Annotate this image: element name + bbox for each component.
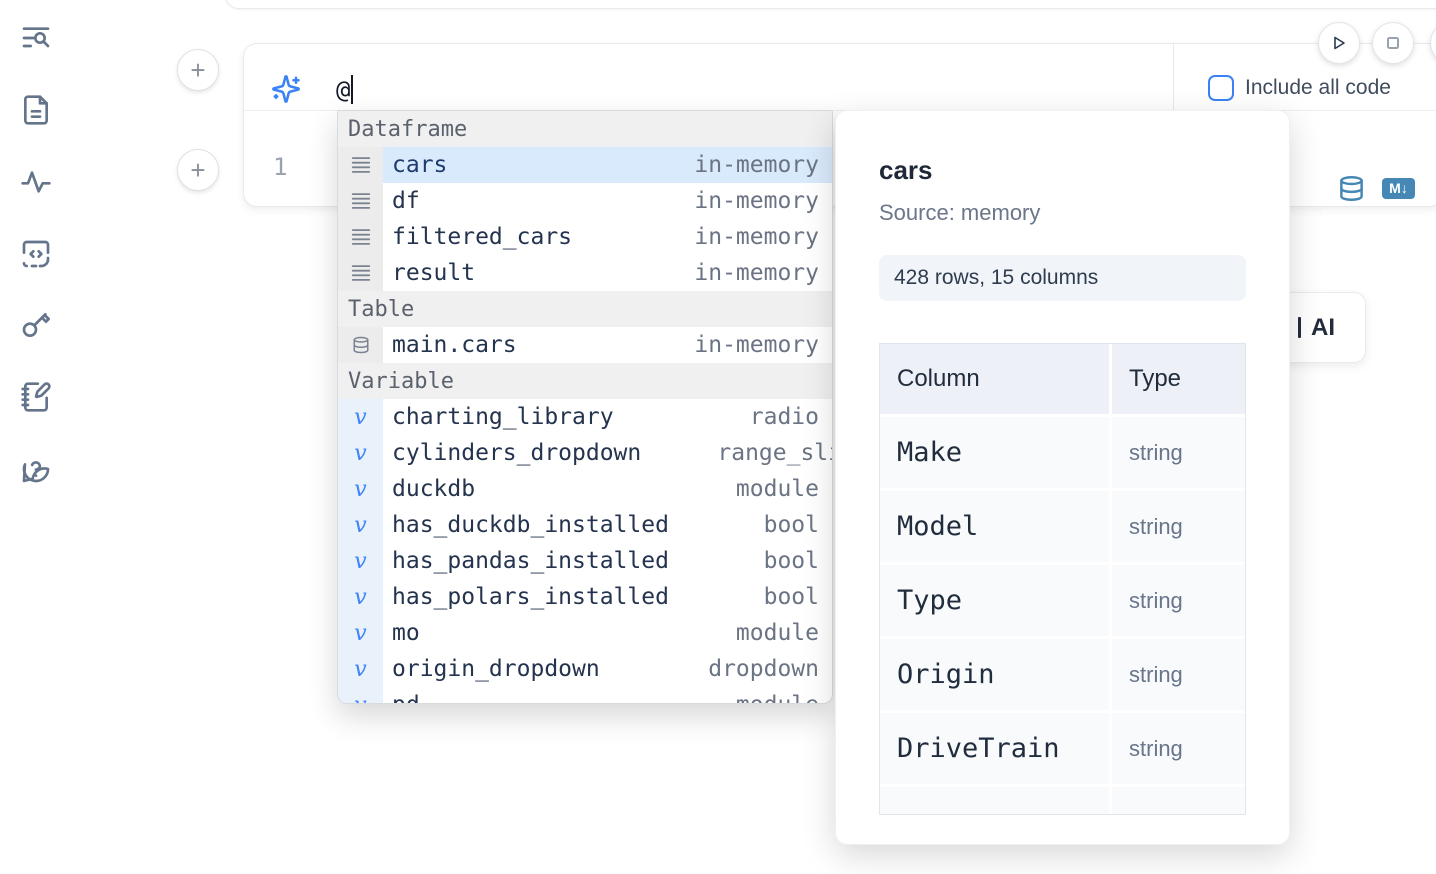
rows-icon <box>338 147 383 183</box>
code-editor-row[interactable]: 1 <box>244 111 1436 207</box>
list-search-icon[interactable] <box>20 22 52 54</box>
snippets-icon[interactable] <box>20 238 52 270</box>
table-cell-type: string <box>1112 713 1245 784</box>
rows-icon <box>338 183 383 219</box>
autocomplete-item-duckdb[interactable]: v duckdb module <box>338 471 832 507</box>
table-cell-column: Type <box>880 565 1109 636</box>
variable-icon: v <box>338 435 383 471</box>
autocomplete-item-cylinders-dropdown[interactable]: v cylinders_dropdown range_sli <box>338 435 832 471</box>
variable-icon: v <box>338 615 383 651</box>
variable-icon: v <box>338 687 383 703</box>
table-cell-column: DriveTrain <box>880 713 1109 784</box>
preview-title: cars <box>879 155 933 185</box>
autocomplete-item-origin-dropdown[interactable]: v origin_dropdown dropdown <box>338 651 832 687</box>
divider <box>1173 44 1174 110</box>
preview-source: Source: memory <box>879 200 1041 225</box>
database-icon[interactable] <box>1338 175 1365 202</box>
rows-icon <box>338 219 383 255</box>
autocomplete-item-filtered-cars[interactable]: filtered_cars in-memory <box>338 219 832 255</box>
autocomplete-item-result[interactable]: result in-memory <box>338 255 832 291</box>
stop-button[interactable] <box>1372 22 1414 64</box>
table-cell-type: string <box>1112 639 1245 710</box>
ai-prompt-value: @ <box>336 76 351 104</box>
table-cell-type: string <box>1112 417 1245 488</box>
table-cell-column: Model <box>880 491 1109 562</box>
run-cell-button[interactable] <box>1318 22 1360 64</box>
table-cell-clipped <box>1112 787 1245 814</box>
markdown-icon[interactable]: M↓ <box>1382 178 1415 199</box>
dataframe-preview-panel: cars Source: memory 428 rows, 15 columns… <box>835 110 1290 845</box>
shape-badge: 428 rows, 15 columns <box>879 255 1246 301</box>
type-header: Type <box>1112 344 1245 414</box>
variable-icon: v <box>338 399 383 435</box>
table-cell-column: Origin <box>880 639 1109 710</box>
line-number: 1 <box>273 153 288 181</box>
autocomplete-item-has-polars-installed[interactable]: v has_polars_installed bool <box>338 579 832 615</box>
sidebar <box>0 0 72 874</box>
ai-prompt-row: @ Include all code <box>244 44 1436 111</box>
variable-icon: v <box>338 543 383 579</box>
autocomplete-item-cars[interactable]: cars in-memory <box>338 147 832 183</box>
activity-icon[interactable] <box>20 166 52 198</box>
ai-prompt-input[interactable]: @ <box>336 75 354 104</box>
variable-icon: v <box>338 579 383 615</box>
include-all-code-control[interactable]: Include all code <box>1208 75 1391 101</box>
file-text-icon[interactable] <box>20 94 52 126</box>
variable-icon: v <box>338 507 383 543</box>
schema-table: Column Type Make string Model string Typ… <box>879 343 1246 815</box>
table-cell-type: string <box>1112 491 1245 562</box>
autocomplete-item-has-duckdb-installed[interactable]: v has_duckdb_installed bool <box>338 507 832 543</box>
database-icon <box>338 327 383 363</box>
key-icon[interactable] <box>20 309 52 341</box>
add-cell-above-button[interactable]: + <box>177 49 219 91</box>
previous-cell-edge <box>225 0 1436 9</box>
notebook-pen-icon[interactable] <box>20 381 52 413</box>
variable-icon: v <box>338 651 383 687</box>
autocomplete-item-pd[interactable]: v pd module <box>338 687 832 703</box>
ai-button-label: AI <box>1311 313 1335 341</box>
help-icon[interactable] <box>20 453 52 485</box>
table-cell-type: string <box>1112 565 1245 636</box>
autocomplete-item-mo[interactable]: v mo module <box>338 615 832 651</box>
column-header: Column <box>880 344 1109 414</box>
autocomplete-item-main-cars[interactable]: main.cars in-memory <box>338 327 832 363</box>
autocomplete-item-has-pandas-installed[interactable]: v has_pandas_installed bool <box>338 543 832 579</box>
section-header-table: Table <box>338 291 832 327</box>
section-header-variable: Variable <box>338 363 832 399</box>
variable-icon: v <box>338 471 383 507</box>
include-all-code-label: Include all code <box>1245 76 1391 99</box>
autocomplete-dropdown: Dataframe cars in-memory df in-memory fi… <box>337 110 833 704</box>
include-all-code-checkbox[interactable] <box>1208 75 1234 101</box>
table-cell-column: Make <box>880 417 1109 488</box>
section-header-dataframe: Dataframe <box>338 111 832 147</box>
autocomplete-item-charting-library[interactable]: v charting_library radio <box>338 399 832 435</box>
cell-actions: M↓ <box>1338 175 1415 202</box>
text-caret <box>351 75 354 104</box>
rows-icon <box>338 255 383 291</box>
table-cell-clipped <box>880 787 1109 814</box>
clipped-letter-fragment <box>1298 317 1301 338</box>
autocomplete-item-df[interactable]: df in-memory <box>338 183 832 219</box>
add-cell-below-button[interactable]: + <box>177 149 219 191</box>
sparkles-icon <box>271 74 301 104</box>
